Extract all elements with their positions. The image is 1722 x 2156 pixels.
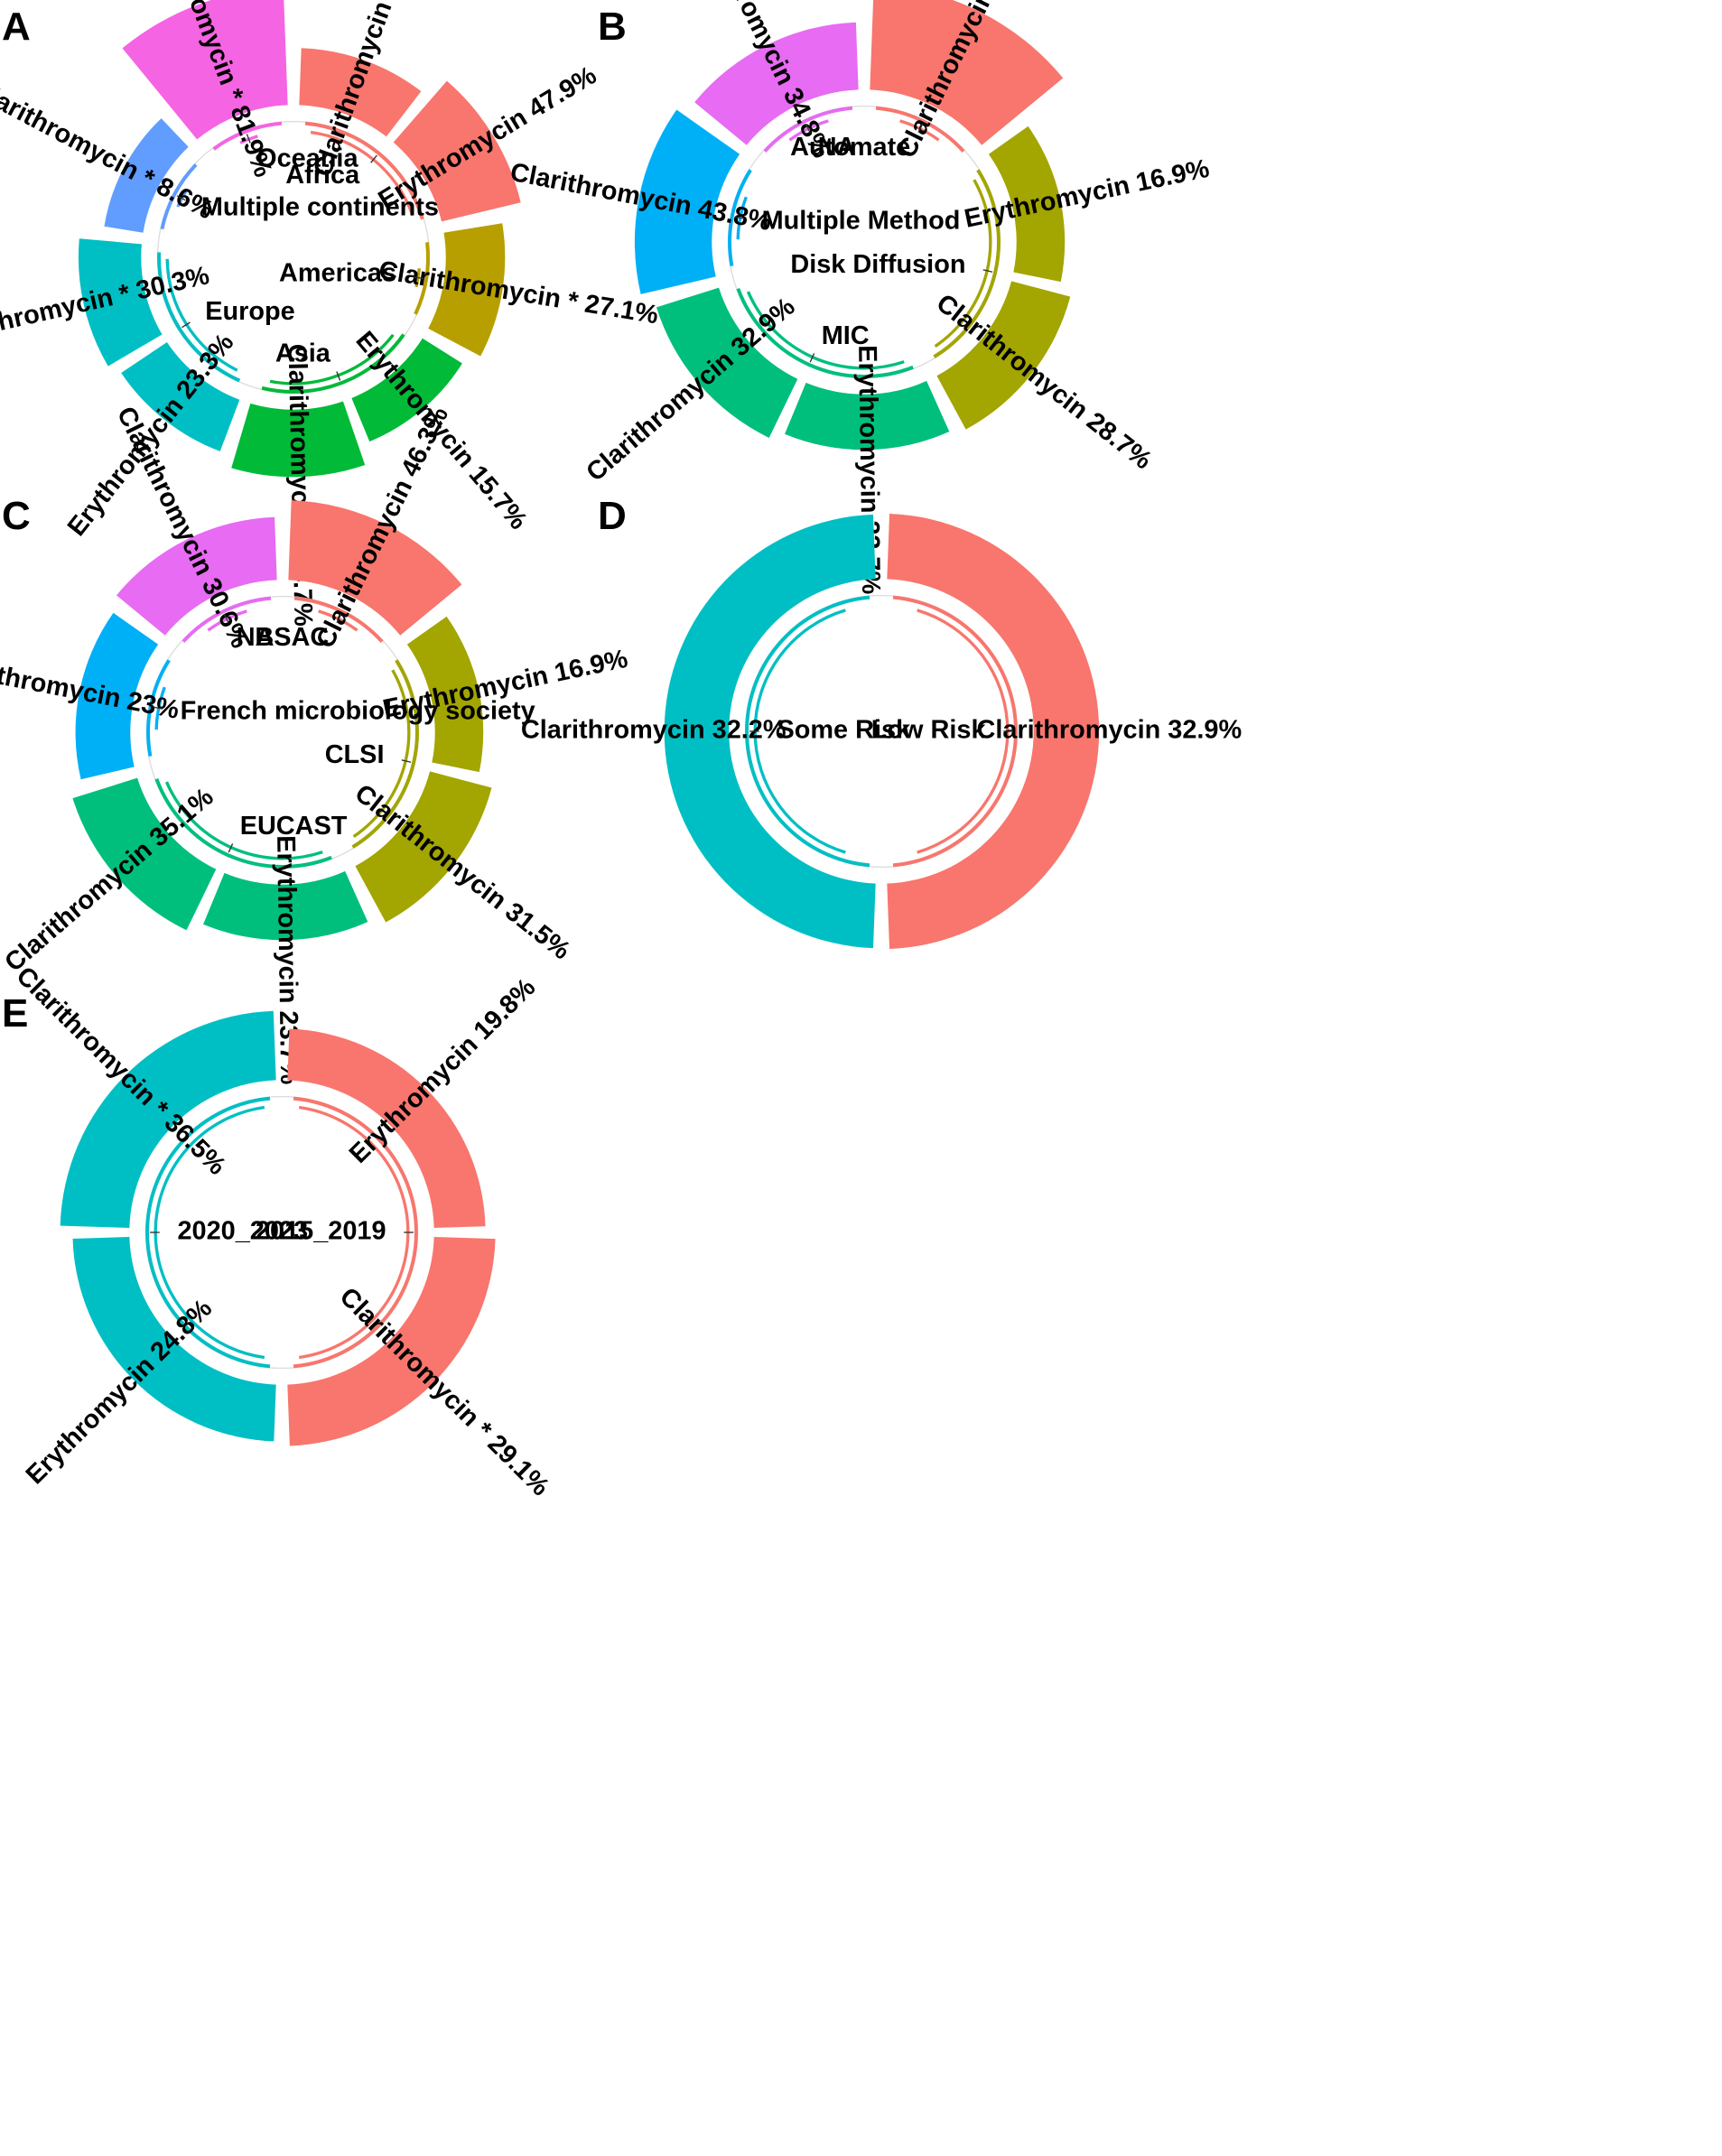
panel-c-group-label-bsac: BSAC [255,623,329,652]
panel-b-multiple-method-tick [734,216,745,219]
panel-c-na-tick [223,613,229,624]
panel-d-bar-low-risk-clarithromycin-32-9 [887,514,1100,949]
panel-c-group-label-eucast: EUCAST [240,812,348,841]
panel-b-group-label-mic: MIC [822,321,870,350]
panel-c-group-label-na: NA [237,623,275,652]
panel-a-bar-label-asia-clarithromycin-34-7: Clarithromycin * 34.7% [283,343,318,627]
panel-b-automate-tick [917,123,924,134]
panel-c-bsac-group-arc [293,596,384,643]
panel-b-bar-mic-clarithromycin-32-9 [656,287,798,438]
panel-c-bar-eucast-clarithromycin-35-1 [72,777,217,931]
panel-e-2015-2019-group-arc [293,1096,418,1369]
panel-b-bar-automate-clarithromycin-70-2 [870,0,1064,145]
panel-a-multiple-continents-tick [176,195,186,201]
panel-d-bar-some-risk-clarithromycin-32-2 [664,514,876,949]
panel-e-bar-2015-2019-erythromycin-19-8 [287,1028,486,1228]
panel-c-group-label-french-microbiology-society: French microbiology society [181,697,535,726]
panel-a-bar-europe-clarithromycin-30-3 [78,238,163,367]
panel-b-mic-group-arc [736,288,914,378]
panel-a-group-label-africa: Africa [285,161,360,190]
panel-a-oceania-tick [246,134,251,144]
panel-a-letter: A [2,5,31,49]
panel-a-group-label-multiple-continents: Multiple continents [201,193,439,222]
panel-c-bar-clsi-erythromycin-16-9 [406,616,484,773]
panel-b-group-label-multiple-method: Multiple Method [762,207,961,236]
panel-a-africa-group-arc [304,121,424,220]
panel-c-bsac-tick [336,613,342,624]
panel-d-letter: D [598,494,627,538]
panel-d-low-risk-group-arc [892,595,1018,868]
panel-a-africa-tick [370,154,377,163]
panel-d-chart: Clarithromycin 32.9%Low Risk Clarithromyc… [521,514,1242,949]
panel-d-group-label-some-risk: Some Risk [777,716,911,745]
panel-e-bar-2015-2019-clarithromycin-29-1 [287,1237,496,1446]
panel-e-bar-2020-2023-erythromycin-24-8 [72,1237,276,1442]
panel-c-group-label-clsi: CLSI [325,740,385,769]
panel-a-bar-europe-erythromycin-23-3 [121,342,240,451]
panel-b-disk-diffusion-tick [982,269,993,273]
panel-b-mic-tick [809,353,815,363]
panel-d-group-label-low-risk: Low Risk [871,716,987,745]
panel-a-americas-group-arc [414,242,430,315]
panel-b-bar-mic-erythromycin-23-7 [785,380,950,451]
panel-d-bar-label-some-risk-clarithromycin-32-2: Clarithromycin 32.2% [521,716,787,745]
panel-a-asia-tick [336,371,341,381]
panel-a-bar-americas-clarithromycin-27-1 [428,223,506,357]
panel-a-europe-tick [182,321,191,329]
panel-b-bar-disk-diffusion-erythromycin-16-9 [988,125,1066,283]
panel-c-french-microbiology-society-tick [153,706,163,710]
panel-d-bar-label-low-risk-clarithromycin-32-9: Clarithromycin 32.9% [976,716,1242,745]
panel-c-eucast-group-arc [154,778,332,869]
panel-a-bar-africa-erythromycin-47-9 [393,80,521,222]
panel-c-bar-na-clarithromycin-30-6 [116,516,277,636]
panel-d-some-risk-group-arc [745,595,870,868]
panel-b-na-group-arc [763,106,853,153]
panel-c-na-group-arc [182,596,272,643]
panel-a-group-label-europe: Europe [205,297,294,326]
panel-e-letter: E [2,991,28,1036]
panel-a-bar-multiple-continents-clarithromycin-8-6 [104,118,189,233]
panel-b-bar-disk-diffusion-clarithromycin-28-7 [936,281,1071,430]
panel-c-clsi-group-arc [351,659,419,849]
panel-c-bar-bsac-clarithromycin-46-3 [288,500,462,636]
panel-a-group-label-oceania: Oceania [256,144,358,173]
panel-b-group-label-automate: Automate [790,133,910,162]
panel-b-disk-diffusion-group-arc [933,169,1001,358]
panel-e-group-label-2020-2023: 2020_2023 [177,1217,308,1246]
panel-e-bar-2020-2023-clarithromycin-36-5 [60,1010,276,1228]
panel-a-bar-oceania-clarithromycin-81-9 [122,0,288,140]
panel-c-bar-eucast-erythromycin-23-7 [203,870,368,941]
panel-c-eucast-tick [228,843,234,853]
panel-c-french-microbiology-society-group-arc [146,659,171,757]
panel-c-letter: C [2,494,31,538]
panel-a-bar-asia-erythromycin-15-7 [351,338,462,442]
panel-a-multiple-continents-group-arc [160,163,198,230]
panel-b-group-label-disk-diffusion: Disk Diffusion [790,250,965,279]
panel-a-europe-group-arc [157,252,241,383]
panel-b-na-tick [805,123,811,134]
panel-b-bar-multiple-method-clarithromycin-43-8 [634,109,740,294]
panel-c-clsi-tick [401,759,412,763]
panel-a-oceania-group-arc [212,121,283,151]
panel-a-group-label-asia: Asia [275,339,331,368]
panel-e-2020-2023-group-arc [145,1096,271,1369]
panel-b-automate-group-arc [875,106,965,153]
panel-e-group-label-2015-2019: 2015_2019 [256,1217,386,1246]
panel-b-group-label-na: NA [818,133,856,162]
panel-c-bar-clsi-clarithromycin-31-5 [355,771,492,923]
panel-b-bar-na-clarithromycin-34-8 [694,22,859,145]
panel-a-bar-label-americas-clarithromycin-27-1: Clarithromycin * 27.1% [377,256,660,330]
panel-b-multiple-method-group-arc [728,169,752,266]
panel-a-group-label-americas: Americas [279,258,396,287]
panel-a-bar-asia-clarithromycin-34-7 [231,401,366,478]
panel-b-letter: B [598,5,627,49]
panel-c-bar-french-microbiology-society-clarithromycin-23 [75,612,159,780]
panel-a-bar-africa-clarithromycin-25-1 [299,48,422,137]
panel-a-americas-tick [414,276,424,280]
panel-a-asia-group-arc [261,333,405,394]
